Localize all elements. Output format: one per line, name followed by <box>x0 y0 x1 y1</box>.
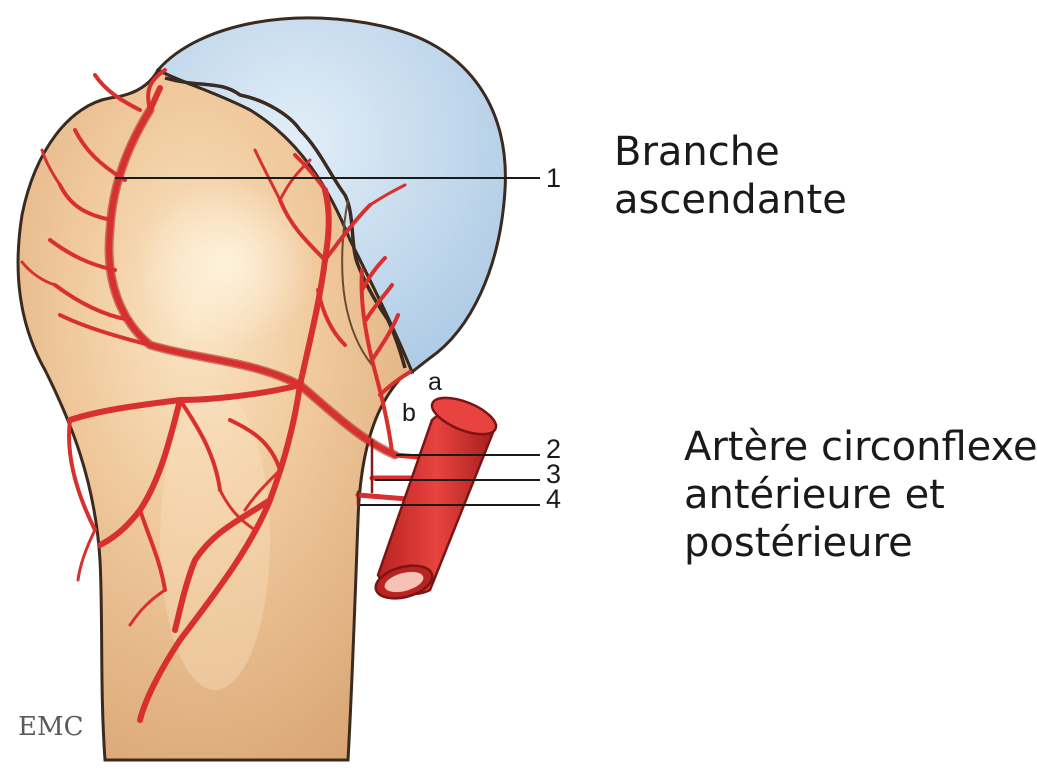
caption-line: ascendante <box>614 176 847 224</box>
caption-line: postérieure <box>684 519 1037 567</box>
emc-logo-watermark: EMC <box>18 712 84 742</box>
caption-line: Artère circonflexe <box>684 423 1037 471</box>
label-b: b <box>402 399 416 427</box>
label-a: a <box>428 368 442 396</box>
caption-line: Branche <box>614 128 847 176</box>
label-1: 1 <box>546 163 561 193</box>
caption-line: antérieure et <box>684 471 1037 519</box>
head-highlight <box>135 180 315 350</box>
caption-branche-ascendante: Branche ascendante <box>614 128 847 224</box>
caption-artere-circonflexe: Artère circonflexe antérieure et postéri… <box>684 423 1037 567</box>
label-4: 4 <box>546 484 561 514</box>
